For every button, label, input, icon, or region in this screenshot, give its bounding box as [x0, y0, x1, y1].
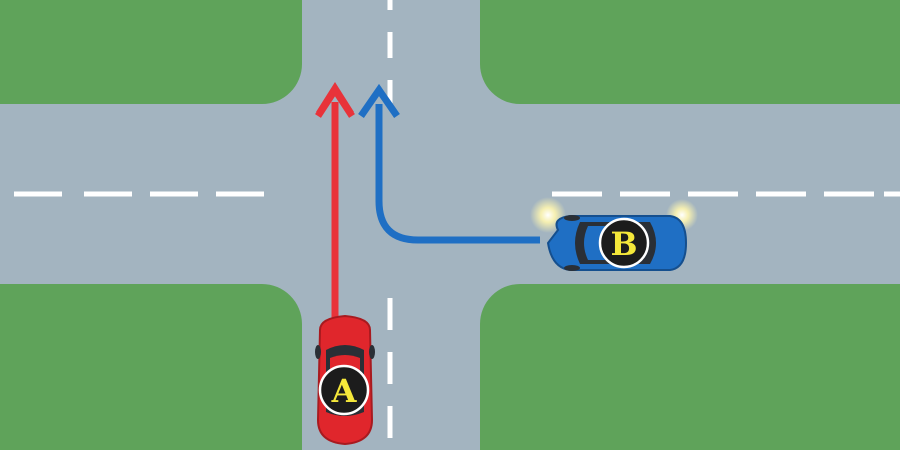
corner-top-right [480, 64, 520, 104]
car-a-label: A [331, 372, 358, 410]
car-b-path-arrow [358, 83, 540, 244]
car-b-label: B [610, 225, 637, 263]
corner-bottom-right [480, 284, 520, 324]
car-b-mirror [564, 215, 580, 221]
car-b-badge-circle [598, 217, 650, 269]
car-b-mirror [564, 265, 580, 271]
corner-bottom-left [262, 284, 302, 324]
car-a-path-arrow [315, 82, 355, 330]
car-a-mirror [369, 345, 375, 359]
corner-top-left [262, 64, 302, 104]
car-b-badge: B [598, 217, 650, 269]
car-b-path-line [375, 104, 540, 244]
car-a-arrowhead-chevron [315, 83, 355, 118]
car-a-mirror [315, 345, 321, 359]
car-a-badge-circle [318, 364, 370, 416]
lane-markings [14, 0, 900, 438]
car-b-arrowhead-chevron [358, 83, 400, 118]
car-a-badge: A [318, 364, 370, 416]
